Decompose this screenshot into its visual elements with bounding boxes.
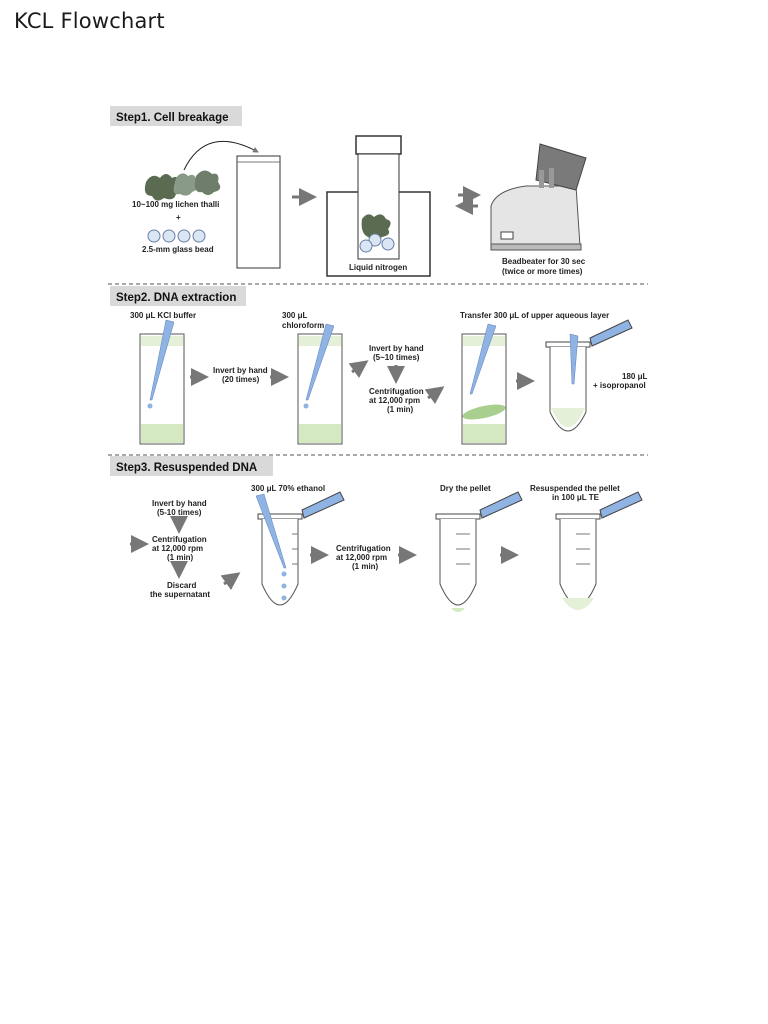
transfer-arrow-curve [183, 140, 259, 171]
page-title: KCL Flowchart [14, 9, 165, 33]
centri-s3-label-1: Centrifugation [152, 535, 207, 544]
step2-title-bg [110, 286, 246, 306]
sample-label: 10~100 mg lichen thalli [132, 200, 219, 209]
dry-label: Dry the pellet [440, 484, 491, 493]
centri2-label-1: Centrifugation [336, 544, 391, 553]
eppendorf-tube-resuspended [555, 491, 643, 610]
tube-cap [355, 135, 402, 155]
step1-title: Step1. Cell breakage [116, 112, 229, 124]
centri-s3-label-3: (1 min) [167, 553, 194, 562]
invert20-label-1: Invert by hand [213, 366, 268, 375]
arrow-diag-s3 [220, 572, 241, 591]
centri2-label-2: at 12,000 rpm [336, 553, 387, 562]
invert-s3-label-1: Invert by hand [152, 499, 207, 508]
eppendorf-tube-dry [435, 491, 523, 612]
tube-kcl [139, 319, 185, 445]
sample-bag [236, 155, 281, 269]
kcl-label: 300 μL KCl buffer [130, 311, 196, 320]
resuspend-label-1: Resuspended the pellet [530, 484, 620, 493]
invert510-label-1: Invert by hand [369, 344, 424, 353]
step3-title: Step3. Resuspended DNA [116, 462, 257, 474]
step2-title: Step2. DNA extraction [116, 292, 236, 304]
step3-section: Step3. Resuspended DNA Invert by hand (5… [110, 456, 643, 612]
plus-label: + [176, 213, 181, 222]
step3-title-bg [110, 456, 273, 476]
step1-title-bg [110, 106, 242, 126]
beadbeater-label-1: Beadbeater for 30 sec [502, 257, 586, 266]
beadbeater-icon [490, 143, 587, 251]
arrow-diag-up-2 [424, 386, 445, 405]
tube-aqueous [461, 323, 507, 445]
arrow-diag-up [348, 360, 369, 379]
invert20-label-2: (20 times) [222, 375, 260, 384]
double-arrows [455, 186, 481, 215]
glass-bead-icons [147, 229, 206, 243]
invert510-label-2: (5~10 times) [373, 353, 420, 362]
discard-label-1: Discard [167, 581, 196, 590]
isopropanol-label-2: + isopropanol [593, 381, 646, 390]
kcl-flowchart-figure: Step1. Cell breakage 10~100 mg lichen th… [96, 94, 664, 628]
step2-section: Step2. DNA extraction 300 μL KCl buffer … [110, 286, 647, 445]
tube-contents [359, 214, 395, 253]
resuspend-label-2: in 100 μL TE [552, 493, 600, 502]
invert-s3-label-2: (5-10 times) [157, 508, 202, 517]
ethanol-label: 300 μL 70% ethanol [251, 484, 325, 493]
eppendorf-tube-s2 [545, 319, 633, 432]
centri-s2-label-2: at 12,000 rpm [369, 396, 420, 405]
isopropanol-label-1: 180 μL [622, 372, 647, 381]
step1-section: Step1. Cell breakage 10~100 mg lichen th… [110, 106, 587, 277]
bead-label: 2.5-mm glass bead [142, 245, 214, 254]
beadbeater-label-2: (twice or more times) [502, 267, 583, 276]
transfer-label: Transfer 300 μL of upper aqueous layer [460, 311, 609, 320]
centri-s2-label-3: (1 min) [387, 405, 414, 414]
nitrogen-label: Liquid nitrogen [349, 263, 407, 272]
tube-chloroform [297, 323, 343, 445]
lichen-thalli-icon [144, 170, 221, 201]
centri-s3-label-2: at 12,000 rpm [152, 544, 203, 553]
chloroform-label-1: 300 μL [282, 311, 307, 320]
centri2-label-3: (1 min) [352, 562, 379, 571]
discard-label-2: the supernatant [150, 590, 210, 599]
eppendorf-tube-ethanol [255, 491, 345, 606]
centri-s2-label-1: Centrifugation [369, 387, 424, 396]
chloroform-label-2: chloroform [282, 321, 324, 330]
